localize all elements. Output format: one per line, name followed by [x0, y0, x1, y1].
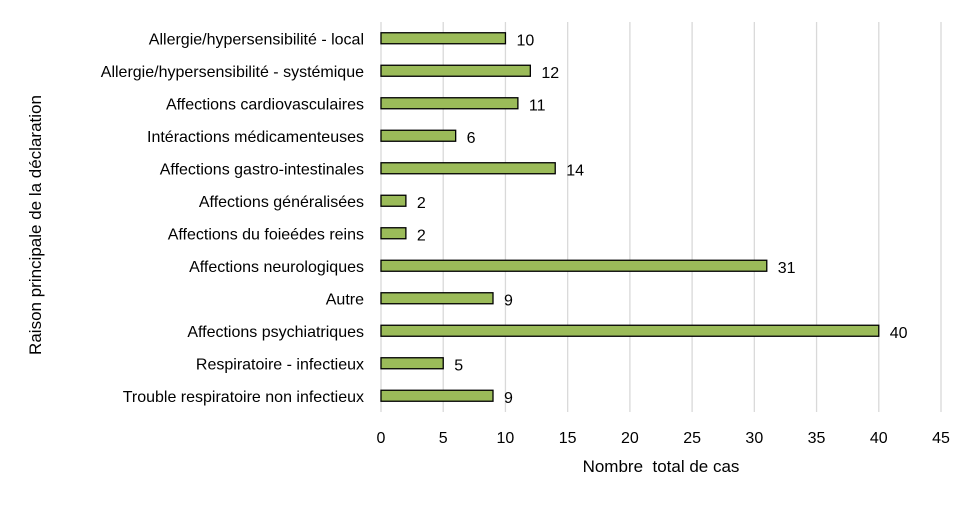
- data-label: 9: [504, 390, 513, 407]
- y-tick-label: Affections neurologiques: [189, 259, 364, 276]
- data-label: 11: [529, 97, 546, 114]
- x-tick-label: 0: [377, 430, 386, 447]
- y-tick-label: Affections cardiovasculaires: [166, 96, 364, 113]
- y-tick-label: Affections psychiatriques: [187, 324, 364, 341]
- y-axis-label: Raison principale de la déclaration: [26, 95, 45, 355]
- x-tick-label: 5: [439, 430, 448, 447]
- x-tick-label: 40: [870, 430, 888, 447]
- x-tick-label: 20: [621, 430, 639, 447]
- data-label: 40: [890, 325, 908, 342]
- y-tick-label: Respiratoire - infectieux: [196, 356, 364, 373]
- y-tick-label: Allergie/hypersensibilité - systémique: [101, 64, 364, 81]
- x-tick-label: 25: [683, 430, 701, 447]
- bar: [380, 357, 444, 370]
- bar: [380, 162, 556, 175]
- x-tick-label: 45: [932, 430, 950, 447]
- bar: [380, 32, 507, 45]
- bar: [380, 64, 531, 77]
- y-tick-label: Affections gastro-intestinales: [160, 161, 364, 178]
- bar: [380, 97, 519, 110]
- y-tick-label: Autre: [326, 291, 364, 308]
- x-tick-label: 15: [559, 430, 577, 447]
- data-label: 5: [454, 357, 463, 374]
- data-label: 31: [778, 260, 796, 277]
- x-tick-label: 10: [497, 430, 515, 447]
- data-label: 9: [504, 292, 513, 309]
- y-tick-label: Trouble respiratoire non infectieux: [123, 389, 364, 406]
- x-axis-label: Nombre total de cas: [583, 457, 740, 476]
- bar: [380, 259, 768, 272]
- data-label: 14: [566, 162, 584, 179]
- y-tick-label: Affections du foieédes reins: [168, 226, 364, 243]
- bar: [380, 194, 407, 207]
- y-tick-label: Affections généralisées: [199, 194, 364, 211]
- bar: [380, 292, 494, 305]
- data-label: 2: [417, 195, 426, 212]
- bar: [380, 129, 457, 142]
- x-tick-label: 30: [745, 430, 763, 447]
- bar: [380, 227, 407, 240]
- y-tick-label: Intéractions médicamenteuses: [147, 129, 364, 146]
- data-label: 12: [541, 65, 559, 82]
- bar: [380, 389, 494, 402]
- data-label: 10: [516, 32, 534, 49]
- y-tick-label: Allergie/hypersensibilité - local: [149, 31, 364, 48]
- data-label: 2: [417, 227, 426, 244]
- data-label: 6: [467, 130, 476, 147]
- bar: [380, 324, 880, 337]
- x-tick-label: 35: [808, 430, 826, 447]
